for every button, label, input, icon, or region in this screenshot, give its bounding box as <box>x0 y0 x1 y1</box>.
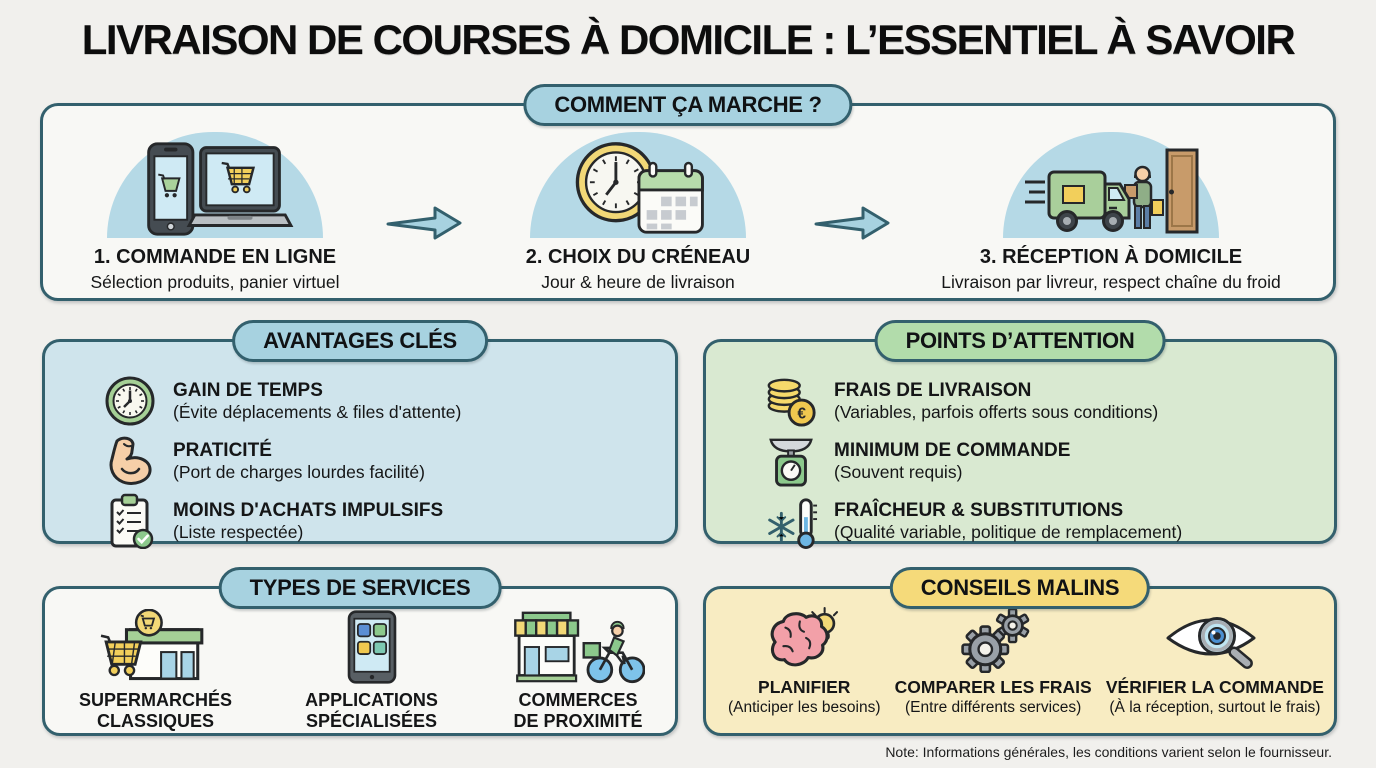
step-subtitle: Sélection produits, panier virtuel <box>90 272 340 292</box>
step-title: 1. COMMANDE EN LIGNE <box>93 246 337 268</box>
service-label: APPLICATIONS SPÉCIALISÉES <box>305 690 438 732</box>
step-dome <box>530 132 746 238</box>
list-item-minimum-order: MINIMUM DE COMMANDE (Souvent requis) <box>764 435 1324 487</box>
shop-bike-courier-icon <box>514 611 645 684</box>
item-subtitle: (Qualité variable, politique de remplace… <box>834 522 1183 543</box>
kitchen-scale-icon <box>764 435 818 487</box>
how-it-works-header-badge: COMMENT ÇA MARCHE ? <box>523 84 853 126</box>
tip-subtitle: (À la réception, surtout le frais) <box>1109 699 1321 716</box>
service-label: COMMERCES DE PROXIMITÉ <box>513 690 643 732</box>
item-title: MINIMUM DE COMMANDE <box>834 439 1071 461</box>
list-item-practicality: PRATICITÉ (Port de charges lourdes facil… <box>103 435 665 487</box>
attention-list: € FRAIS DE LIVRAISON (Variables, parfois… <box>706 342 1334 549</box>
item-title: FRAIS DE LIVRAISON <box>834 379 1032 401</box>
service-supermarkets: SUPERMARCHÉS CLASSIQUES <box>79 609 232 732</box>
item-title: MOINS D'ACHATS IMPULSIFS <box>173 499 444 521</box>
step-choose-slot: 2. CHOIX DU CRÉNEAU Jour & heure de livr… <box>463 132 813 292</box>
supermarket-cart-icon <box>100 609 203 681</box>
svg-text:€: € <box>797 405 806 422</box>
item-title: FRAÎCHEUR & SUBSTITUTIONS <box>834 499 1124 521</box>
section-advantages: AVANTAGES CLÉS <box>42 320 678 549</box>
brain-lightbulb-icon <box>770 607 839 667</box>
item-subtitle: (Liste respectée) <box>173 522 304 543</box>
tip-title: COMPARER LES FRAIS <box>894 677 1092 697</box>
clock-icon <box>103 375 157 427</box>
step-home-reception: 3. RÉCEPTION À DOMICILE Livraison par li… <box>891 132 1331 292</box>
item-subtitle: (Évite déplacements & files d'attente) <box>173 402 462 423</box>
step-subtitle: Jour & heure de livraison <box>541 272 735 292</box>
tip-check-order: VÉRIFIER LA COMMANDE (À la réception, su… <box>1106 607 1324 717</box>
tip-title: PLANIFIER <box>758 677 851 697</box>
page-title: LIVRAISON DE COURSES À DOMICILE : L’ESSE… <box>81 16 1296 63</box>
delivery-van-door-icon <box>1025 148 1199 234</box>
services-header-badge: TYPES DE SERVICES <box>218 567 502 609</box>
list-item-delivery-fees: € FRAIS DE LIVRAISON (Variables, parfois… <box>764 375 1324 427</box>
checklist-icon <box>103 493 157 549</box>
snowflake-thermometer-icon <box>764 495 818 549</box>
tip-compare-fees: COMPARER LES FRAIS (Entre différents ser… <box>895 607 1092 717</box>
list-item-less-impulse: MOINS D'ACHATS IMPULSIFS (Liste respecté… <box>103 493 665 549</box>
list-item-time-saving: GAIN DE TEMPS (Évite déplacements & file… <box>103 375 665 427</box>
list-item-freshness: FRAÎCHEUR & SUBSTITUTIONS (Qualité varia… <box>764 495 1324 549</box>
step-dome <box>1003 132 1219 238</box>
item-subtitle: (Souvent requis) <box>834 462 963 483</box>
arrow-right-icon <box>814 206 890 240</box>
tips-columns: PLANIFIER (Anticiper les besoins) <box>706 589 1334 717</box>
muscle-arm-icon <box>103 435 157 487</box>
step-order-online: 1. COMMANDE EN LIGNE Sélection produits,… <box>45 132 385 292</box>
section-how-it-works: COMMENT ÇA MARCHE ? <box>40 84 1336 301</box>
service-apps: APPLICATIONS SPÉCIALISÉES <box>305 609 438 732</box>
footer-note: Note: Informations générales, les condit… <box>885 744 1332 760</box>
steps-row: 1. COMMANDE EN LIGNE Sélection produits,… <box>43 106 1333 292</box>
tip-plan: PLANIFIER (Anticiper les besoins) <box>728 607 880 717</box>
step-dome <box>107 132 323 238</box>
tips-header-badge: CONSEILS MALINS <box>889 567 1151 609</box>
item-title: PRATICITÉ <box>173 439 272 461</box>
arrow-right-icon <box>386 206 462 240</box>
step-title: 2. CHOIX DU CRÉNEAU <box>525 246 751 268</box>
item-subtitle: (Port de charges lourdes facilité) <box>173 462 425 483</box>
step-subtitle: Livraison par livreur, respect chaîne du… <box>941 272 1281 292</box>
step-title: 3. RÉCEPTION À DOMICILE <box>979 246 1243 268</box>
eye-magnifier-icon <box>1166 617 1256 669</box>
services-columns: SUPERMARCHÉS CLASSIQUES APPLICATIONS SPÉ… <box>45 589 675 732</box>
tip-title: VÉRIFIER LA COMMANDE <box>1105 677 1324 697</box>
phone-laptop-cart-icon <box>147 142 294 236</box>
section-attention-points: POINTS D’ATTENTION € <box>703 320 1337 549</box>
clock-calendar-icon <box>575 142 704 234</box>
service-label: SUPERMARCHÉS CLASSIQUES <box>79 690 233 732</box>
tablet-apps-icon <box>347 610 396 684</box>
attention-header-badge: POINTS D’ATTENTION <box>874 320 1166 362</box>
section-service-types: TYPES DE SERVICES <box>42 567 678 736</box>
item-title: GAIN DE TEMPS <box>173 379 323 401</box>
euro-coins-icon: € <box>764 375 818 427</box>
item-subtitle: (Variables, parfois offerts sous conditi… <box>834 402 1159 423</box>
advantages-list: GAIN DE TEMPS (Évite déplacements & file… <box>45 342 675 549</box>
gears-icon <box>961 607 1030 673</box>
section-smart-tips: CONSEILS MALINS PLANIFIER (Anticiper les… <box>703 567 1337 736</box>
tip-subtitle: (Anticiper les besoins) <box>728 699 881 716</box>
tip-subtitle: (Entre différents services) <box>905 699 1082 716</box>
advantages-header-badge: AVANTAGES CLÉS <box>232 320 488 362</box>
service-local-shops: COMMERCES DE PROXIMITÉ <box>511 609 645 732</box>
